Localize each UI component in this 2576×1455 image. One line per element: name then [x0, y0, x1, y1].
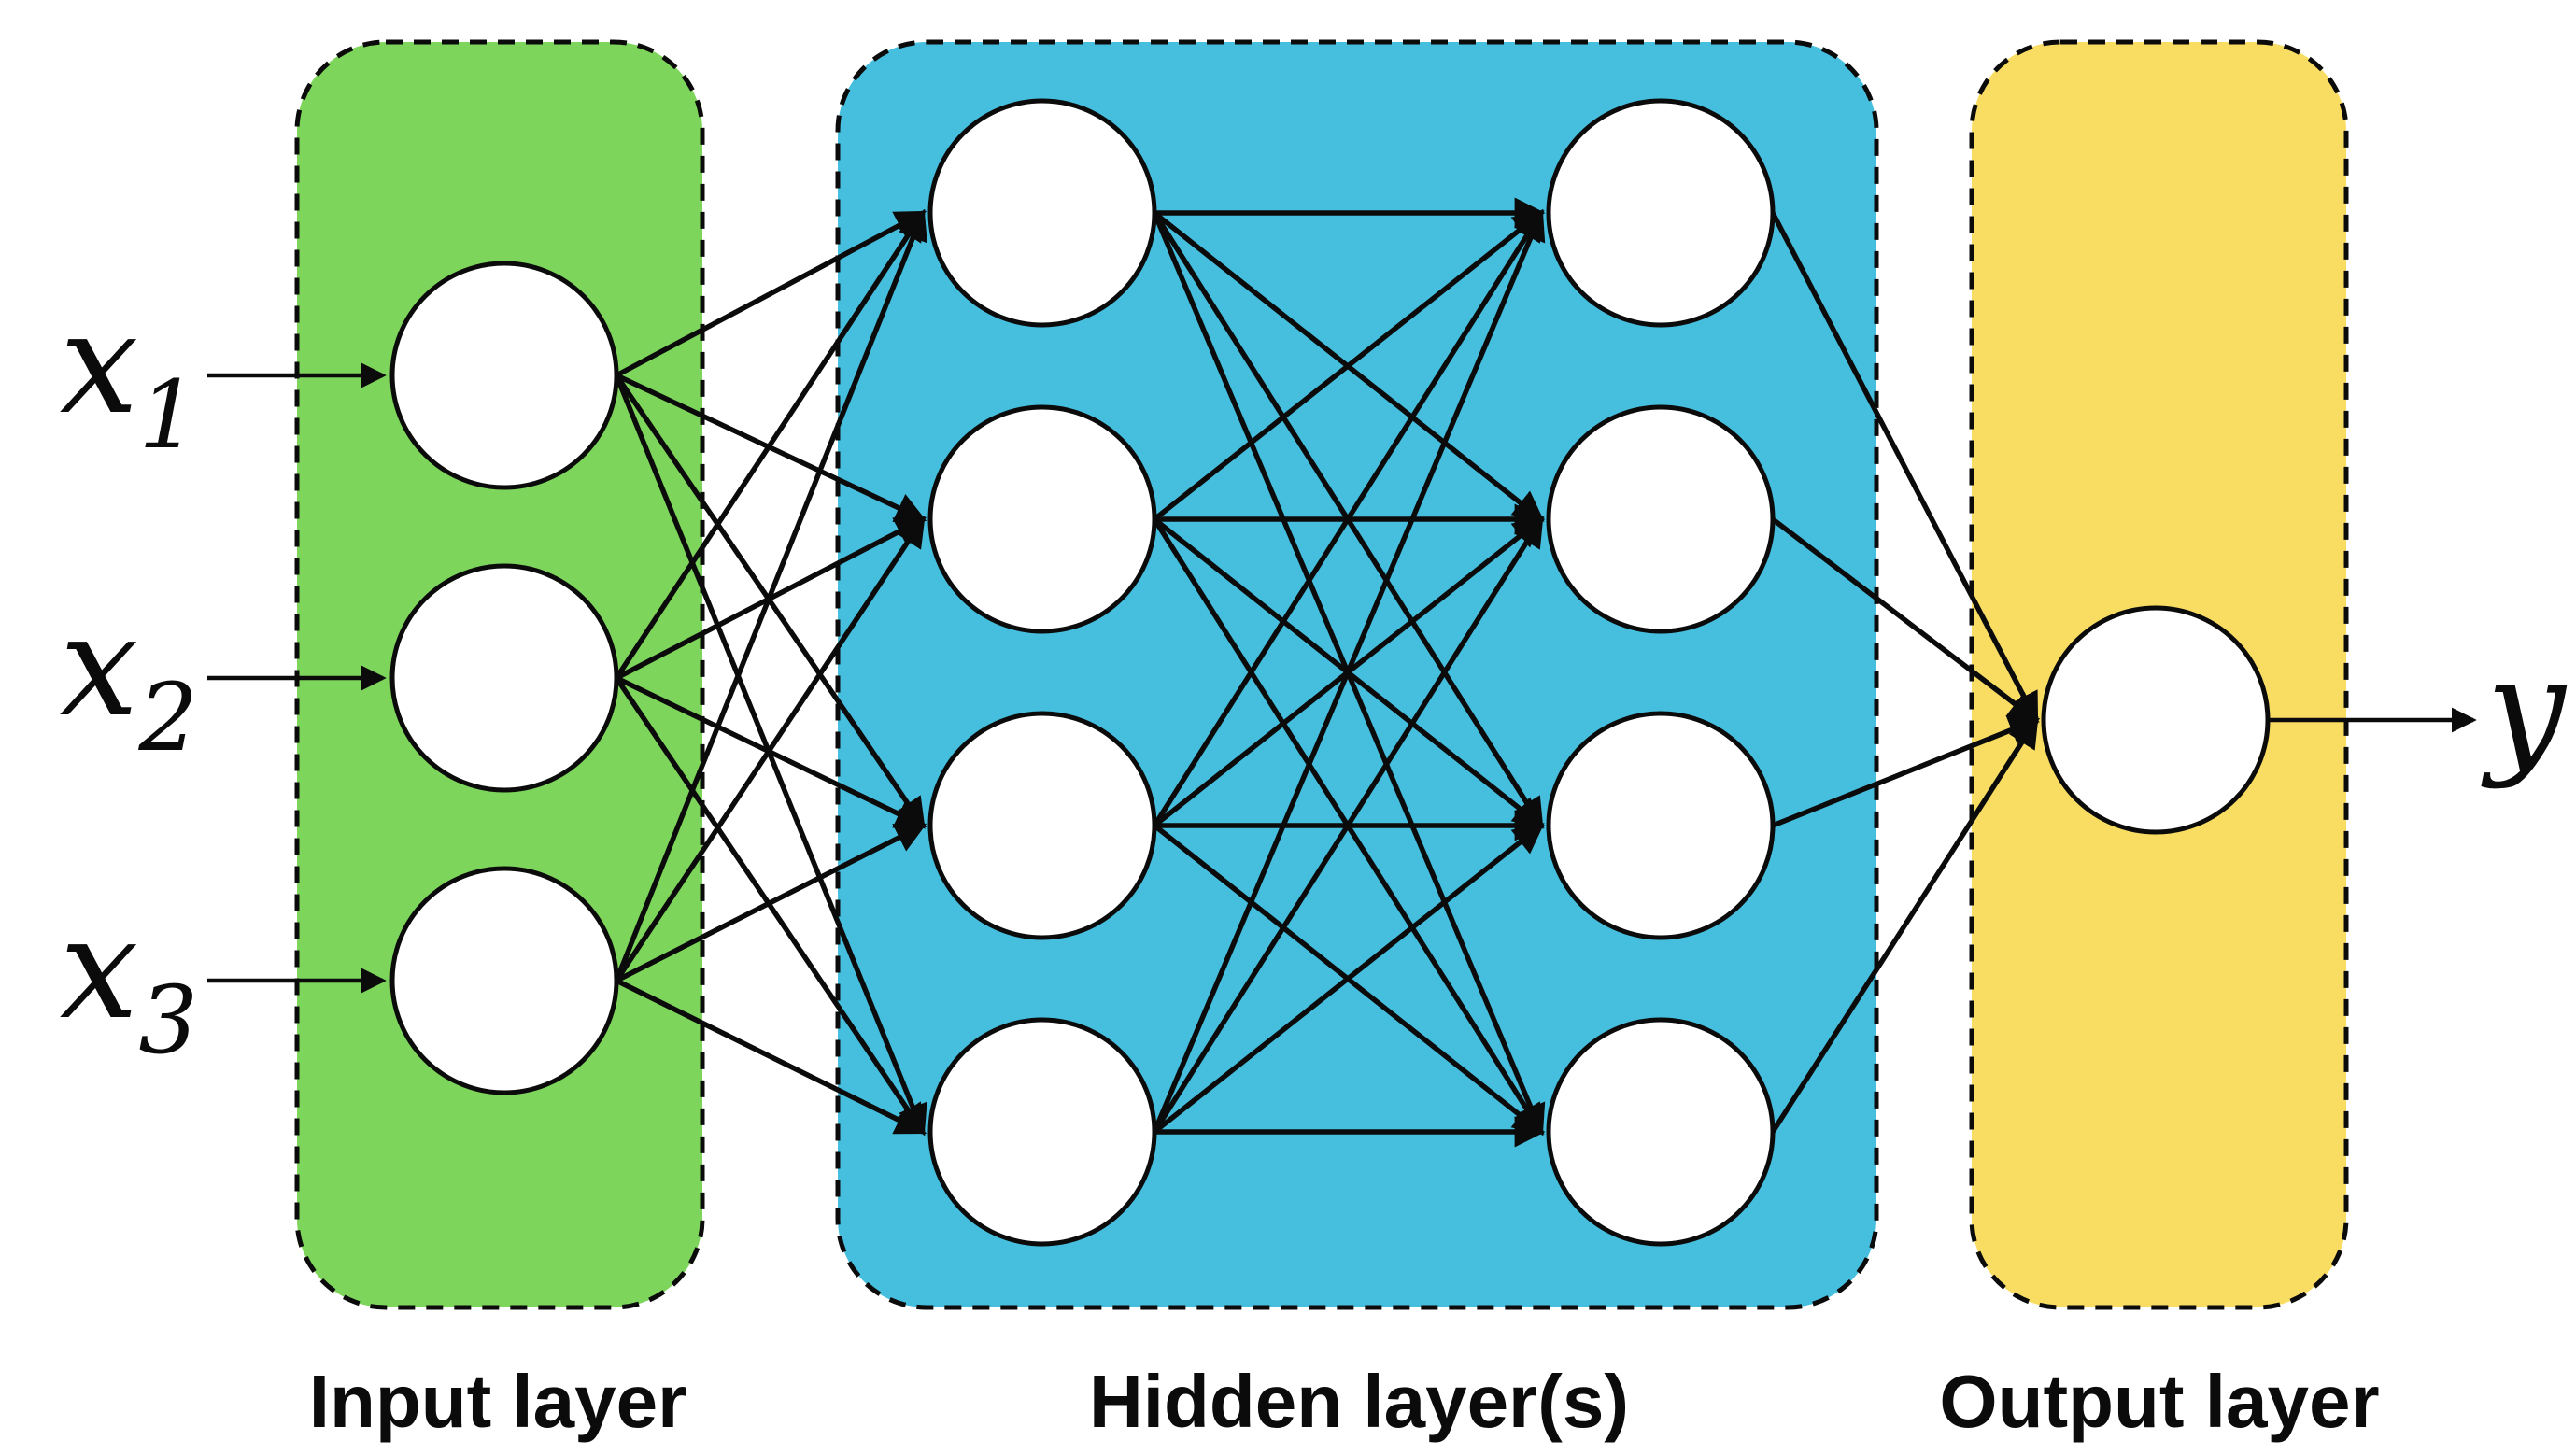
hidden-neuron-node — [1546, 1017, 1776, 1247]
input-label-subscript: 2 — [137, 663, 198, 772]
hidden-neuron-node — [927, 1017, 1157, 1247]
edge-line — [614, 516, 926, 982]
neuron-nodes — [389, 98, 2271, 1247]
edge-line — [1770, 716, 2039, 1134]
input-label-base: x — [60, 283, 139, 445]
output-label-y: y — [2481, 629, 2568, 791]
hidden-neuron-node — [927, 404, 1157, 634]
hidden-neuron-node — [1546, 404, 1776, 634]
input-neuron-node — [389, 261, 619, 490]
hidden-neuron-node — [927, 98, 1157, 328]
input-label-x2: x2 — [60, 586, 198, 772]
edge-line — [1152, 516, 1544, 1134]
input-label-subscript: 1 — [138, 360, 198, 470]
edge-line — [1770, 211, 2039, 725]
caption-output-layer: Output layer — [1939, 1360, 2379, 1443]
caption-hidden-layers: Hidden layer(s) — [1089, 1360, 1629, 1443]
hidden-neuron-node — [927, 711, 1157, 940]
input-label-subscript: 3 — [138, 966, 198, 1075]
hidden-neuron-node — [1546, 711, 1776, 940]
edge-line — [614, 208, 927, 982]
edge-line — [1152, 208, 1546, 1134]
edge-line — [1153, 823, 1545, 1135]
output-neuron-node — [2041, 605, 2271, 835]
layer-box-hidden — [835, 39, 1879, 1310]
edge-line — [615, 823, 927, 983]
input-neuron-node — [389, 563, 619, 793]
edge-line — [615, 978, 927, 1135]
edge-line — [615, 210, 927, 378]
caption-input-layer: Input layer — [309, 1360, 687, 1443]
edge-line — [1771, 516, 2040, 723]
edge-line — [614, 209, 926, 680]
input-neuron-node — [389, 866, 619, 1095]
input-label-x1: x1 — [60, 283, 198, 470]
edge-line — [1152, 209, 1544, 827]
edge-line — [1771, 715, 2041, 828]
layer-captions: Input layer Hidden layer(s) Output layer — [309, 1360, 2380, 1443]
input-label-x3: x3 — [60, 888, 198, 1075]
input-label-base: x — [60, 586, 139, 748]
edge-line — [1153, 210, 1545, 522]
input-label-base: x — [60, 888, 139, 1051]
hidden-neuron-node — [1546, 98, 1776, 328]
connection-edges — [614, 197, 2041, 1148]
